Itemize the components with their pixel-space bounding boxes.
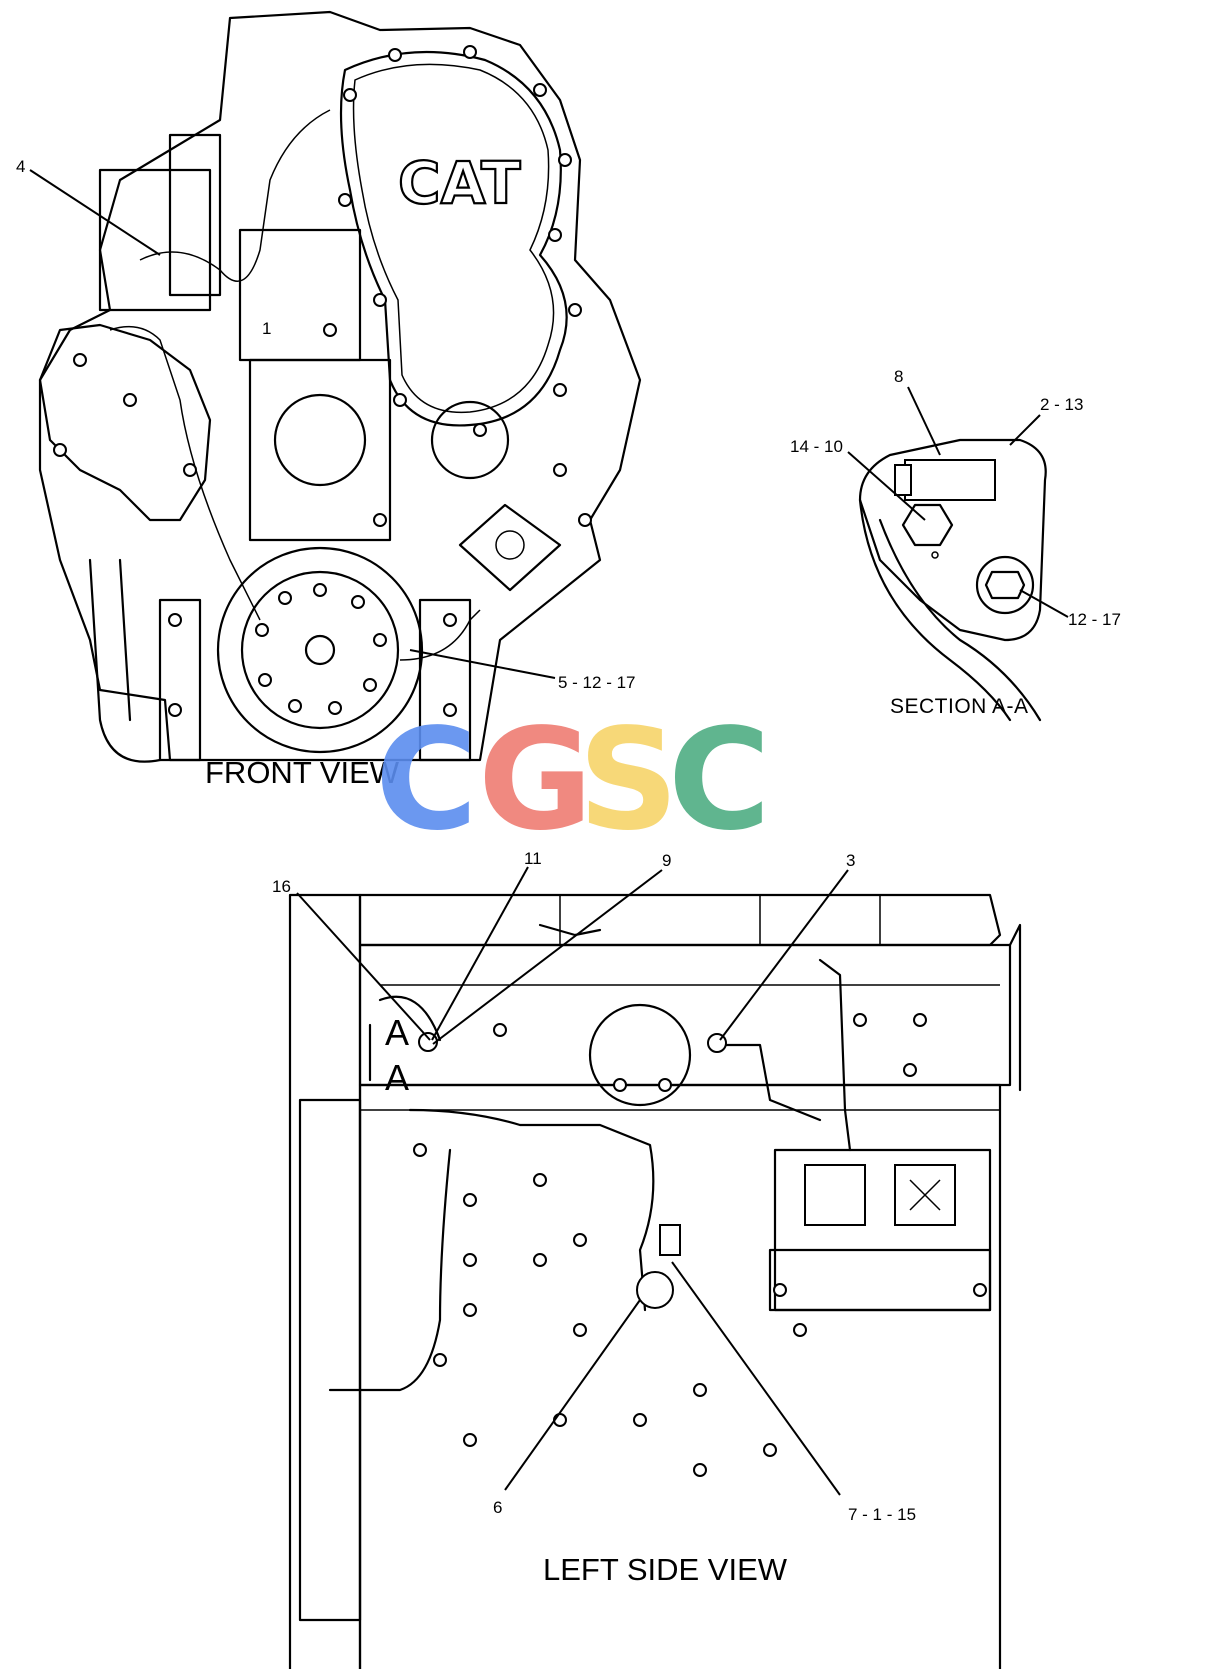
callout-6: 6 xyxy=(493,1498,502,1517)
watermark-letter-c2: C xyxy=(668,699,771,862)
callout-4: 4 xyxy=(16,157,25,176)
callout-2-13: 2 - 13 xyxy=(1040,395,1083,414)
left-callouts: 16 11 9 3 6 7 - 1 - 15 LEFT SIDE VIEW xyxy=(272,849,916,1587)
cat-logo: CAT xyxy=(398,149,521,217)
callout-12-17: 12 - 17 xyxy=(1068,610,1121,629)
callout-16: 16 xyxy=(272,877,291,896)
watermark-letter-g: G xyxy=(478,699,593,862)
callout-14-10: 14 - 10 xyxy=(790,437,843,456)
watermark-letter-c1: C xyxy=(375,699,478,862)
callout-3: 3 xyxy=(846,851,855,870)
watermark-letter-s: S xyxy=(578,699,679,862)
callout-8: 8 xyxy=(894,367,903,386)
callout-1: 1 xyxy=(262,319,271,338)
cgsc-watermark: C G S C xyxy=(375,699,771,862)
callout-9: 9 xyxy=(662,851,671,870)
front-view-title: FRONT VIEW xyxy=(205,755,400,790)
front-callouts: 4 1 5 - 12 - 17 FRONT VIEW xyxy=(16,157,636,790)
left-side-view-drawing: A A xyxy=(288,893,1022,1669)
callout-7-1-15: 7 - 1 - 15 xyxy=(848,1505,916,1524)
left-side-view-title: LEFT SIDE VIEW xyxy=(543,1552,788,1587)
callout-11: 11 xyxy=(524,849,542,868)
callout-5-12-17: 5 - 12 - 17 xyxy=(558,673,636,692)
section-callouts: 8 2 - 13 14 - 10 12 - 17 SECTION A-A xyxy=(790,367,1121,718)
section-aa-drawing xyxy=(858,438,1047,722)
front-view-drawing: CAT xyxy=(38,10,642,763)
section-marker-lower: A xyxy=(385,1057,409,1098)
section-marker-upper: A xyxy=(385,1012,409,1053)
section-aa-title: SECTION A-A xyxy=(890,695,1029,718)
